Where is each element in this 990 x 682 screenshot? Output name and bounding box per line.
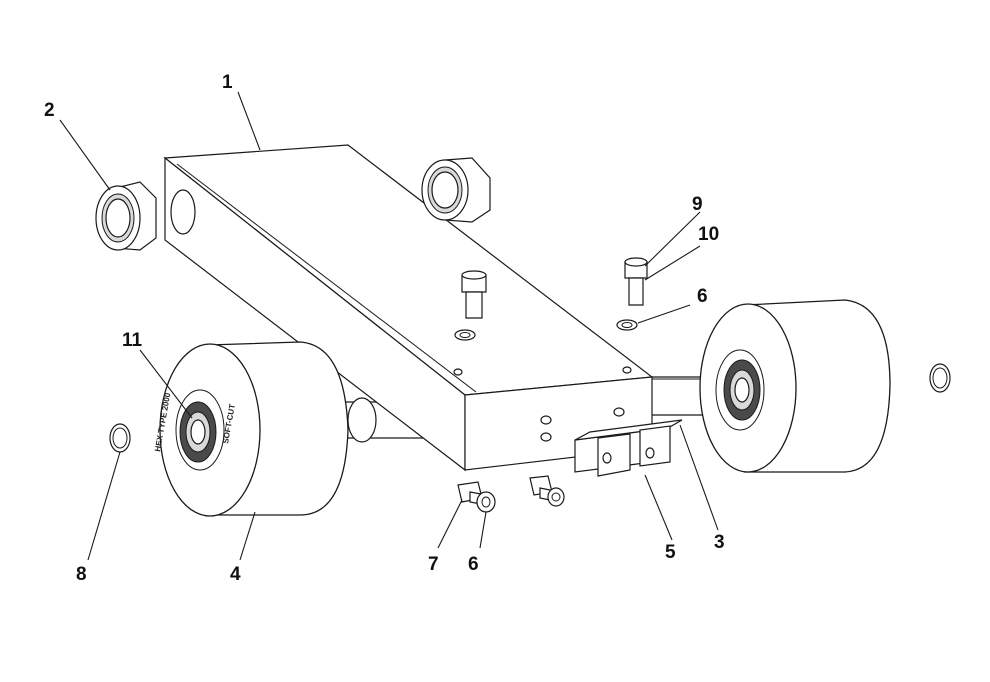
callout-7: 7 <box>428 554 439 575</box>
main-body-block <box>163 144 654 472</box>
bottom-bolt-right <box>529 475 565 507</box>
callout-10: 10 <box>698 224 719 245</box>
callout-5: 5 <box>665 542 676 563</box>
top-bolt-right <box>616 257 648 331</box>
callout-3: 3 <box>714 532 725 553</box>
clamp-block <box>574 419 683 477</box>
bushing-left <box>95 181 157 251</box>
leader-lines <box>59 91 719 561</box>
retaining-ring-right <box>929 363 951 393</box>
callout-2: 2 <box>44 100 55 121</box>
callout-1: 1 <box>222 72 233 93</box>
callout-8: 8 <box>76 564 87 585</box>
callout-9: 9 <box>692 194 703 215</box>
callout-6-bottom: 6 <box>468 554 479 575</box>
bushing-right <box>421 157 491 223</box>
callout-6-top: 6 <box>697 286 708 307</box>
callout-labels: 1 2 3 4 5 6 6 7 8 9 10 11 <box>44 72 725 585</box>
callout-4: 4 <box>230 564 241 585</box>
callout-11: 11 <box>122 330 143 351</box>
retaining-ring-left <box>109 423 131 453</box>
bottom-bolt-left <box>457 481 496 513</box>
wheel-right <box>699 299 891 473</box>
top-bolt-center <box>454 270 487 341</box>
wheel-left: SOFT-CUT HEX TYPE 2000 <box>153 341 349 517</box>
